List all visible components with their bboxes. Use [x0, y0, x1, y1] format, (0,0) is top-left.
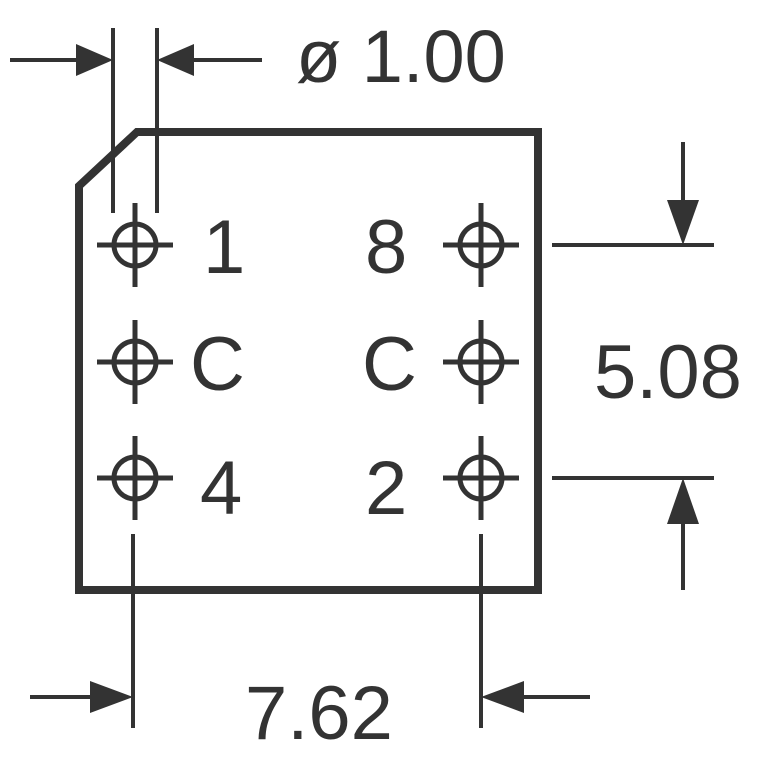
pin-label-c-right: C — [362, 322, 417, 407]
horizontal-pitch-label: 7.62 — [245, 671, 393, 756]
pin-label-8: 8 — [365, 205, 407, 290]
width-arrow-left-head — [90, 681, 133, 713]
pin-marker-c-right — [443, 320, 519, 404]
pin-marker-4 — [97, 436, 173, 520]
vertical-pitch-label: 5.08 — [594, 330, 742, 415]
hole-arrow-right-head — [157, 44, 194, 76]
pitch-arrow-top-head — [667, 200, 699, 245]
package-outline — [75, 128, 542, 594]
pin-marker-8 — [443, 203, 519, 287]
pin-label-4: 4 — [200, 446, 242, 531]
pin-label-2: 2 — [365, 446, 407, 531]
hole-arrow-left-head — [76, 44, 113, 76]
pin-marker-1 — [97, 203, 173, 287]
width-arrow-right-head — [481, 681, 524, 713]
pitch-arrow-bottom-head — [667, 478, 699, 524]
pin-label-1: 1 — [203, 205, 245, 290]
hole-diameter-label: ø 1.00 — [296, 15, 506, 98]
pin-marker-c-left — [97, 320, 173, 404]
pin-label-c-left: C — [190, 322, 245, 407]
pin-marker-2 — [443, 436, 519, 520]
